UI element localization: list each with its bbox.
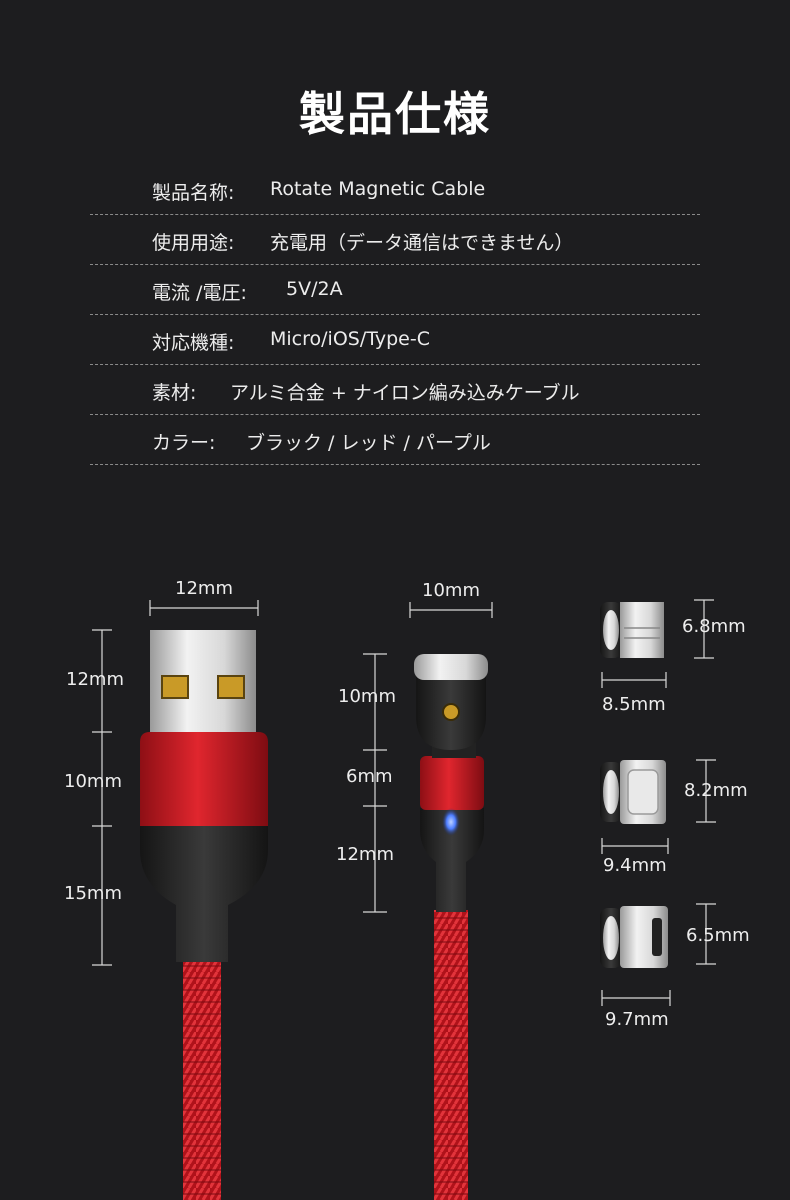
dim-head-width: 10mm: [422, 580, 480, 601]
dim-usb-boot-height: 15mm: [64, 883, 122, 904]
dim-typec-width: 9.4mm: [603, 855, 667, 876]
dim-lightning-width: 9.7mm: [605, 1009, 669, 1030]
spec-row-color: カラー: ブラック / レッド / パープル: [90, 414, 700, 465]
spec-label: 使用用途:: [152, 232, 235, 254]
spec-value: 充電用（データ通信はできません）: [270, 232, 574, 254]
usb-boot: [140, 826, 268, 962]
micro-plug: [620, 602, 664, 658]
spec-value: Micro/iOS/Type-C: [270, 328, 430, 350]
spec-value: アルミ合金 + ナイロン編み込みケーブル: [230, 382, 580, 404]
dimension-lines: [92, 599, 716, 1006]
dim-typec-height: 8.2mm: [684, 780, 748, 801]
head-boot: [420, 808, 484, 912]
dim-usb-plug-height: 12mm: [66, 669, 124, 690]
usb-contact-left: [161, 675, 189, 699]
page-title: 製品仕様: [299, 87, 491, 141]
spec-row-devices: 対応機種: Micro/iOS/Type-C: [90, 314, 700, 365]
led-indicator: [442, 808, 460, 836]
dim-usb-width: 12mm: [175, 578, 233, 599]
magnetic-head-cable: [414, 654, 488, 1200]
head-braided-cable: [434, 910, 468, 1200]
dim-led-section-height: 12mm: [336, 844, 394, 865]
usb-housing: [140, 732, 268, 826]
spec-label: 素材:: [152, 382, 197, 404]
usb-contact-right: [217, 675, 245, 699]
spec-label: 電流 /電圧:: [152, 282, 247, 304]
dim-usb-housing-height: 10mm: [64, 771, 122, 792]
usb-braided-cable: [183, 960, 221, 1200]
dim-collar-height: 6mm: [346, 766, 393, 787]
spec-value: 5V/2A: [286, 278, 343, 300]
micro-usb-tip: [600, 602, 664, 658]
spec-value: Rotate Magnetic Cable: [270, 178, 486, 200]
spec-label: 製品名称:: [152, 182, 235, 204]
lightning-tip: [600, 906, 668, 968]
spec-value: ブラック / レッド / パープル: [246, 432, 491, 454]
dim-head-height: 10mm: [338, 686, 396, 707]
lightning-slot: [652, 918, 662, 956]
dim-lightning-height: 6.5mm: [686, 925, 750, 946]
head-red-collar: [420, 756, 484, 810]
type-c-tip: [600, 760, 666, 824]
dim-micro-width: 8.5mm: [602, 694, 666, 715]
spec-label: 対応機種:: [152, 332, 235, 354]
spec-row-usage: 使用用途: 充電用（データ通信はできません）: [90, 214, 700, 265]
head-magnetic-tip: [414, 654, 488, 680]
spec-row-name: 製品名称: Rotate Magnetic Cable: [90, 164, 700, 215]
spec-label: カラー:: [152, 432, 216, 454]
head-pin: [442, 703, 460, 721]
spec-row-material: 素材: アルミ合金 + ナイロン編み込みケーブル: [90, 364, 700, 415]
dim-micro-height: 6.8mm: [682, 616, 746, 637]
spec-row-power: 電流 /電圧: 5V/2A: [90, 264, 700, 315]
usb-a-cable: [140, 630, 268, 1200]
